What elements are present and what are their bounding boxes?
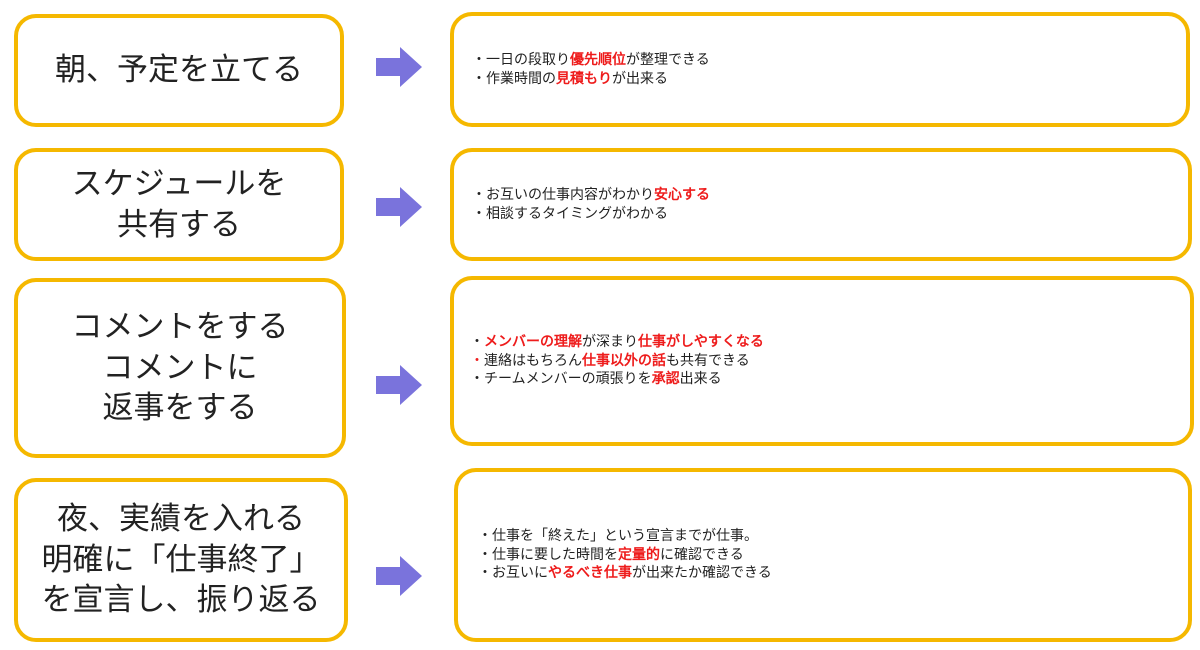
benefit-text: 相談するタイミングがわかる bbox=[486, 205, 668, 222]
benefit-item: ・一日の段取り優先順位が整理できる bbox=[472, 51, 1186, 70]
bullet: ・ bbox=[478, 565, 492, 582]
step-text: 朝、予定を立てる bbox=[55, 52, 303, 89]
right-arrow-icon bbox=[376, 47, 422, 87]
right-arrow-icon bbox=[376, 187, 422, 227]
step-text: 明確に「仕事終了」 bbox=[41, 541, 321, 578]
step-box-4: 夜、実績を入れる 明確に「仕事終了」 を宣言し、振り返る bbox=[14, 478, 348, 642]
benefit-text: 一日の段取り bbox=[486, 51, 570, 68]
benefit-text: 作業時間の bbox=[486, 70, 556, 87]
bullet: ・ bbox=[478, 546, 492, 563]
step-box-2: スケジュールを 共有する bbox=[14, 148, 344, 261]
bullet: ・ bbox=[470, 371, 484, 388]
highlight-text: やるべき仕事 bbox=[548, 565, 632, 582]
benefit-item: ・お互いにやるべき仕事が出来たか確認できる bbox=[478, 564, 1188, 583]
bullet: ・ bbox=[472, 186, 486, 203]
benefit-text: が出来る bbox=[612, 70, 668, 87]
step-text: コメントに bbox=[102, 349, 258, 386]
benefit-text: 連絡はもちろん bbox=[484, 352, 582, 369]
right-arrow-icon bbox=[376, 365, 422, 405]
highlight-text: 仕事がしやすくなる bbox=[638, 333, 764, 350]
benefit-text: が整理できる bbox=[626, 51, 710, 68]
highlight-text: 仕事以外の話 bbox=[582, 352, 666, 369]
bullet: ・ bbox=[478, 527, 492, 544]
benefit-item: ・仕事に要した時間を定量的に確認できる bbox=[478, 546, 1188, 565]
step-text: 夜、実績を入れる bbox=[57, 500, 305, 537]
bullet: ・ bbox=[472, 70, 486, 87]
step-text: スケジュールを bbox=[71, 165, 287, 202]
step-box-1: 朝、予定を立てる bbox=[14, 14, 344, 127]
highlight-text: 優先順位 bbox=[570, 51, 626, 68]
highlight-text: 承認 bbox=[651, 371, 680, 388]
benefit-text: チームメンバーの頑張りを bbox=[484, 371, 652, 388]
benefit-text: 仕事に要した時間を bbox=[492, 546, 618, 563]
benefit-item: ・メンバーの理解が深まり仕事がしやすくなる bbox=[470, 333, 1190, 352]
benefit-text: 仕事を「終えた」という宣言までが仕事。 bbox=[492, 527, 758, 544]
benefit-text: に確認できる bbox=[660, 546, 744, 563]
benefit-item: ・お互いの仕事内容がわかり安心する bbox=[472, 186, 1188, 205]
bullet: ・ bbox=[470, 333, 484, 350]
benefit-item: ・チームメンバーの頑張りを承認出来る bbox=[470, 370, 1190, 389]
benefit-box-2: ・お互いの仕事内容がわかり安心する ・相談するタイミングがわかる bbox=[450, 148, 1192, 261]
benefit-text: が出来たか確認できる bbox=[632, 565, 772, 582]
step-text: を宣言し、振り返る bbox=[41, 582, 321, 619]
step-text: 返事をする bbox=[102, 390, 258, 427]
benefit-item: ・相談するタイミングがわかる bbox=[472, 205, 1188, 224]
benefit-item: ・仕事を「終えた」という宣言までが仕事。 bbox=[478, 527, 1188, 546]
highlight-text: メンバーの理解 bbox=[484, 333, 582, 350]
highlight-text: 定量的 bbox=[618, 546, 660, 563]
step-box-3: コメントをする コメントに 返事をする bbox=[14, 278, 346, 458]
benefit-box-4: ・仕事を「終えた」という宣言までが仕事。 ・仕事に要した時間を定量的に確認できる… bbox=[454, 468, 1192, 642]
right-arrow-icon bbox=[376, 556, 422, 596]
bullet: ・ bbox=[472, 205, 486, 222]
highlight-text: 安心する bbox=[654, 186, 710, 203]
highlight-text: 見積もり bbox=[556, 70, 612, 87]
benefit-item: ・連絡はもちろん仕事以外の話も共有できる bbox=[470, 352, 1190, 371]
benefit-text: お互いに bbox=[492, 565, 548, 582]
benefit-text: 出来る bbox=[679, 371, 722, 388]
step-text: コメントをする bbox=[71, 308, 289, 345]
bullet: ・ bbox=[470, 352, 484, 369]
benefit-item: ・作業時間の見積もりが出来る bbox=[472, 70, 1186, 89]
benefit-box-3: ・メンバーの理解が深まり仕事がしやすくなる ・連絡はもちろん仕事以外の話も共有で… bbox=[450, 276, 1194, 446]
bullet: ・ bbox=[472, 51, 486, 68]
benefit-text: お互いの仕事内容がわかり bbox=[486, 186, 654, 203]
benefit-text: が深まり bbox=[582, 333, 638, 350]
benefit-text: も共有できる bbox=[666, 352, 750, 369]
benefit-box-1: ・一日の段取り優先順位が整理できる ・作業時間の見積もりが出来る bbox=[450, 12, 1190, 127]
step-text: 共有する bbox=[117, 206, 241, 243]
